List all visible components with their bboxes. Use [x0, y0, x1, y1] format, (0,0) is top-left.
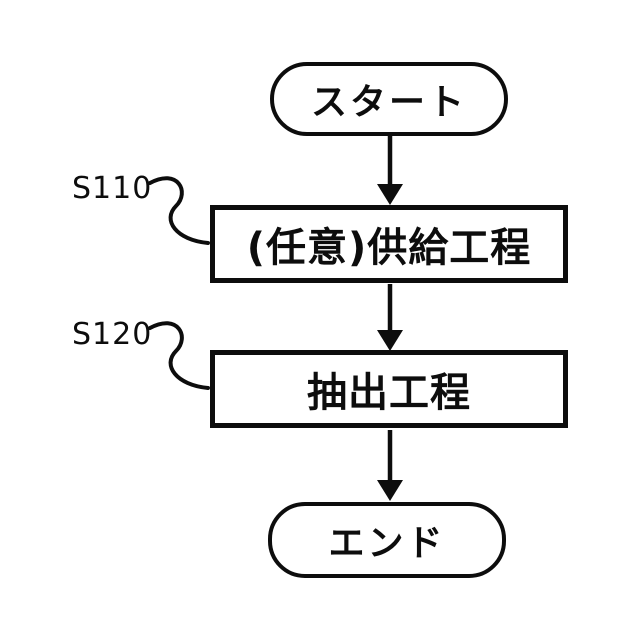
arrowhead-down-icon [377, 184, 403, 205]
callout-squiggle-s120 [148, 321, 210, 390]
node-end: エンド [268, 502, 506, 578]
callout-squiggle-s110 [148, 176, 210, 245]
node-extraction-step: 抽出工程 [210, 350, 568, 428]
edge-start-to-supply [377, 136, 403, 205]
arrowhead-down-icon [377, 480, 403, 501]
edge-extraction-to-end [377, 430, 403, 501]
node-start: スタート [270, 62, 508, 136]
node-extraction-step-label: 抽出工程 [307, 370, 471, 416]
node-end-label: エンド [328, 523, 446, 564]
step-ref-s110: S110 [72, 171, 153, 206]
node-start-label: スタート [310, 82, 467, 123]
edge-supply-to-extraction [377, 284, 403, 351]
node-supply-step-label: (任意)供給工程 [246, 225, 532, 271]
step-ref-s120: S120 [72, 317, 153, 352]
arrowhead-down-icon [377, 330, 403, 351]
node-supply-step: (任意)供給工程 [210, 205, 568, 283]
